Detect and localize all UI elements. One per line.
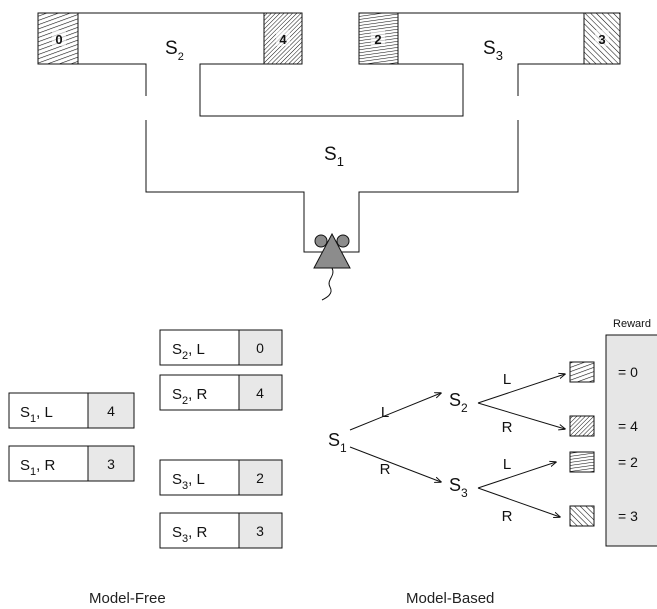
- goal-label-3: 3: [598, 32, 605, 47]
- goal-box-2: 2: [359, 13, 398, 64]
- qvalue-row-s2-r: S2, R 4: [160, 375, 282, 410]
- edge-label-s3-l: L: [503, 456, 511, 473]
- swatch-reward-4: [570, 416, 594, 436]
- edge-s3-r: [478, 488, 560, 517]
- caption-model-based: Model-Based: [406, 590, 494, 607]
- model-free-table: S2, L 0 S2, R 4 S1, L 4 S1, R 3 S3,: [9, 330, 282, 548]
- maze-state-s3: S3: [483, 38, 503, 63]
- tree-node-s1: S1: [328, 430, 347, 455]
- maze-state-s1: S1: [324, 144, 344, 169]
- edge-label-s2-l: L: [503, 371, 511, 388]
- reward-value-2: = 2: [618, 454, 638, 470]
- edge-s1-s3: [350, 447, 441, 482]
- rat-icon: [314, 234, 350, 300]
- edge-label-s2-r: R: [502, 419, 513, 436]
- caption-model-free: Model-Free: [89, 590, 166, 607]
- maze-inner-wall: [200, 64, 463, 116]
- qvalue-number: 4: [256, 385, 264, 401]
- qvalue-row-s3-r: S3, R 3: [160, 513, 282, 548]
- edge-label-s1-l: L: [381, 404, 389, 421]
- qvalue-row-s3-l: S3, L 2: [160, 460, 282, 495]
- qvalue-row-s2-l: S2, L 0: [160, 330, 282, 365]
- edge-label-s1-r: R: [380, 461, 391, 478]
- reward-value-0: = 0: [618, 364, 638, 380]
- goal-box-4: 4: [264, 13, 302, 64]
- goal-label-0: 0: [55, 32, 62, 47]
- qvalue-row-s1-l: S1, L 4: [9, 393, 134, 428]
- maze-state-s2: S2: [165, 38, 184, 63]
- edge-label-s3-r: R: [502, 508, 513, 525]
- reward-header: Reward: [613, 318, 651, 330]
- qvalue-number: 3: [256, 523, 264, 539]
- edge-s2-r: [478, 403, 565, 429]
- qvalue-number: 2: [256, 470, 264, 486]
- swatch-reward-2: [570, 452, 594, 472]
- qvalue-row-s1-r: S1, R 3: [9, 446, 134, 481]
- edge-s1-s2: [350, 393, 441, 430]
- goal-box-3: 3: [584, 13, 620, 64]
- maze-left-arm: [38, 13, 620, 252]
- reward-value-4: = 4: [618, 418, 638, 434]
- qvalue-number: 4: [107, 403, 115, 419]
- goal-label-2: 2: [374, 32, 381, 47]
- edge-s3-l: [478, 462, 556, 488]
- goal-label-4: 4: [279, 32, 287, 47]
- goal-box-0: 0: [38, 13, 78, 64]
- tree-node-s2: S2: [449, 390, 468, 415]
- reward-value-3: = 3: [618, 508, 638, 524]
- t-maze: [38, 13, 620, 252]
- edge-s2-l: [478, 374, 565, 403]
- swatch-reward-0: [570, 362, 594, 382]
- qvalue-number: 3: [107, 456, 115, 472]
- tree-node-s3: S3: [449, 475, 468, 500]
- swatch-reward-3: [570, 506, 594, 526]
- qvalue-number: 0: [256, 340, 264, 356]
